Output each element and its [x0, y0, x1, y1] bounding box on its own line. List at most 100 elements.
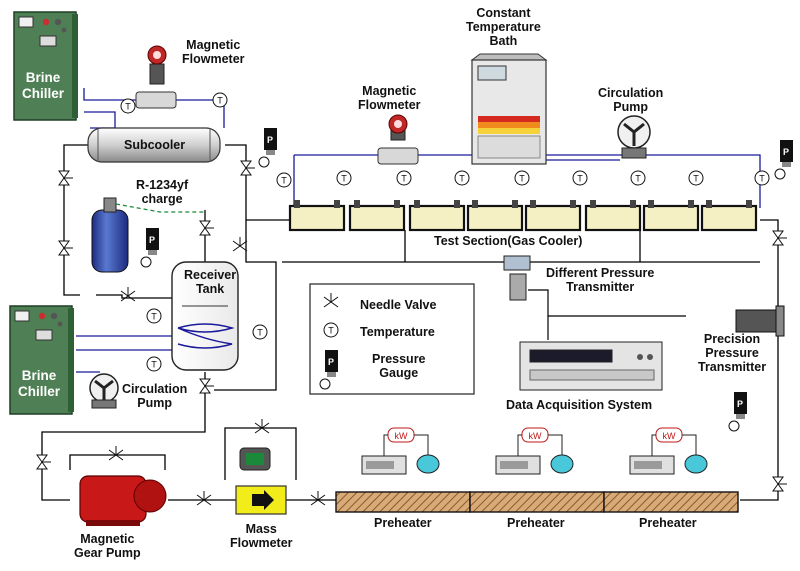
- magnetic-flowmeter-mid-label: Magnetic Flowmeter: [358, 84, 421, 112]
- needle-valve-icon: [120, 287, 136, 302]
- precision-pt-label-line1: Precision: [703, 332, 761, 346]
- bath-label-line1: Constant: [476, 6, 531, 20]
- temperature-sensor-symbol: T: [217, 96, 223, 106]
- temperature-sensor-icon: T: [146, 308, 162, 324]
- magnetic-gear-pump-label: Magnetic Gear Pump: [74, 532, 141, 560]
- receiver-tank-label-line1: Receiver: [184, 268, 237, 282]
- legend-pressure-label-line1: Pressure: [372, 352, 426, 366]
- test-section-unit: [288, 200, 346, 232]
- test-section-unit: [700, 200, 758, 232]
- circulation-pump-top: [617, 115, 651, 159]
- valve-group: [36, 160, 787, 506]
- needle-valve-icon: [58, 240, 73, 256]
- brine-chiller-top-label-line2: Chiller: [22, 86, 65, 101]
- needle-valve-icon: [254, 419, 270, 434]
- pressure-gauge-icon: P: [140, 228, 159, 268]
- needle-valve-icon: [232, 237, 248, 252]
- legend-needle-valve-label: Needle Valve: [360, 298, 437, 312]
- bath-label-line3: Bath: [489, 34, 518, 48]
- temperature-sensor-symbol: T: [635, 174, 641, 184]
- dp-transmitter-label: Different Pressure Transmitter: [546, 266, 654, 294]
- test-section-unit: [408, 200, 466, 232]
- temperature-sensor-icon: T: [572, 170, 588, 186]
- test-section-unit: [524, 200, 582, 232]
- magnetic-flowmeter-mid: [377, 114, 419, 165]
- temperature-sensor-icon: T: [754, 170, 770, 186]
- preheater-group: kW kW kW: [335, 427, 739, 513]
- needle-valve-icon: [240, 160, 255, 176]
- precision-pt-label-line2: Pressure: [705, 346, 759, 360]
- mass-flowmeter-label: Mass Flowmeter: [230, 522, 293, 550]
- receiver-tank-label-line2: Tank: [195, 282, 225, 296]
- bath-label-line2: Temperature: [466, 20, 541, 34]
- legend-pressure-label-line2: Gauge: [379, 366, 419, 380]
- temperature-sensor-icon: T: [323, 322, 339, 338]
- pressure-gauge-symbol: P: [737, 399, 743, 409]
- temperature-sensor-icon: T: [212, 92, 228, 108]
- kw-meter-label: kW: [529, 431, 543, 441]
- temperature-sensor-symbol: T: [328, 326, 334, 336]
- kw-meter-label: kW: [663, 431, 677, 441]
- mass-flowmeter-label-line2: Flowmeter: [230, 536, 293, 550]
- preheater: kW: [335, 427, 471, 513]
- temperature-sensor-symbol: T: [577, 174, 583, 184]
- magnetic-flowmeter-top: [135, 45, 177, 109]
- pressure-gauge-symbol: P: [328, 357, 334, 367]
- needle-valve-icon: [199, 220, 214, 236]
- mass-flowmeter: [235, 447, 287, 515]
- test-section: [288, 200, 758, 232]
- refrigerant-piping: [41, 144, 779, 501]
- needle-valve-icon: [772, 230, 787, 246]
- preheater-3-label: Preheater: [639, 516, 697, 530]
- pressure-gauge-symbol: P: [149, 235, 155, 245]
- subcooler-label: Subcooler: [124, 138, 186, 152]
- refrigerant-label-line2: charge: [141, 192, 183, 206]
- needle-valve-icon: [772, 476, 787, 492]
- temperature-sensor-symbol: T: [257, 328, 263, 338]
- temperature-sensor-symbol: T: [125, 102, 131, 112]
- dp-transmitter: [503, 255, 531, 301]
- mass-flowmeter-label-line1: Mass: [245, 522, 277, 536]
- preheater: kW: [603, 427, 739, 513]
- precision-pressure-transmitter: [735, 305, 785, 337]
- temperature-sensor-symbol: T: [693, 174, 699, 184]
- temperature-sensor-icon: T: [514, 170, 530, 186]
- legend-pressure-gauge-label: Pressure Gauge: [372, 352, 426, 380]
- precision-pressure-transmitter-label: Precision Pressure Transmitter: [698, 332, 766, 374]
- pressure-gauge-icon: P: [258, 128, 277, 168]
- circulation-pump-bottom-label-line2: Pump: [137, 396, 173, 410]
- circulation-pump-bottom-label: Circulation Pump: [122, 382, 187, 410]
- temperature-sensor-symbol: T: [151, 360, 157, 370]
- magnetic-flowmeter-top-label-line2: Flowmeter: [182, 52, 245, 66]
- magnetic-gear-pump: [79, 475, 167, 526]
- test-section-unit: [584, 200, 642, 232]
- daq-label: Data Acquisition System: [506, 398, 653, 412]
- test-section-label: Test Section(Gas Cooler): [434, 234, 583, 248]
- brine-chiller-top: [13, 11, 78, 121]
- magnetic-flowmeter-top-label: Magnetic Flowmeter: [182, 38, 245, 66]
- brine-chiller-top-label-line1: Brine: [25, 70, 61, 85]
- circulation-pump-bottom: [89, 373, 119, 409]
- test-section-unit: [642, 200, 700, 232]
- temperature-sensor-symbol: T: [151, 312, 157, 322]
- temperature-sensor-symbol: T: [459, 174, 465, 184]
- needle-valve-icon: [323, 293, 339, 308]
- pressure-gauge-symbol: P: [267, 135, 273, 145]
- needle-valve-icon: [310, 491, 326, 506]
- gear-pump-label-line2: Gear Pump: [74, 546, 141, 560]
- needle-valve-icon: [58, 170, 73, 186]
- dp-transmitter-label-line1: Different Pressure: [546, 266, 655, 280]
- test-section-unit: [348, 200, 406, 232]
- needle-valve-icon: [199, 378, 214, 394]
- brine-chiller-bottom-label-line2: Chiller: [18, 384, 61, 399]
- pressure-gauge-group: P P P P P: [140, 128, 793, 432]
- test-section-unit: [466, 200, 524, 232]
- temperature-sensor-icon: T: [396, 170, 412, 186]
- pressure-gauge-symbol: P: [783, 147, 789, 157]
- dp-transmitter-label-line2: Transmitter: [566, 280, 635, 294]
- kw-meter-label: kW: [395, 431, 409, 441]
- constant-temperature-bath: [470, 53, 548, 165]
